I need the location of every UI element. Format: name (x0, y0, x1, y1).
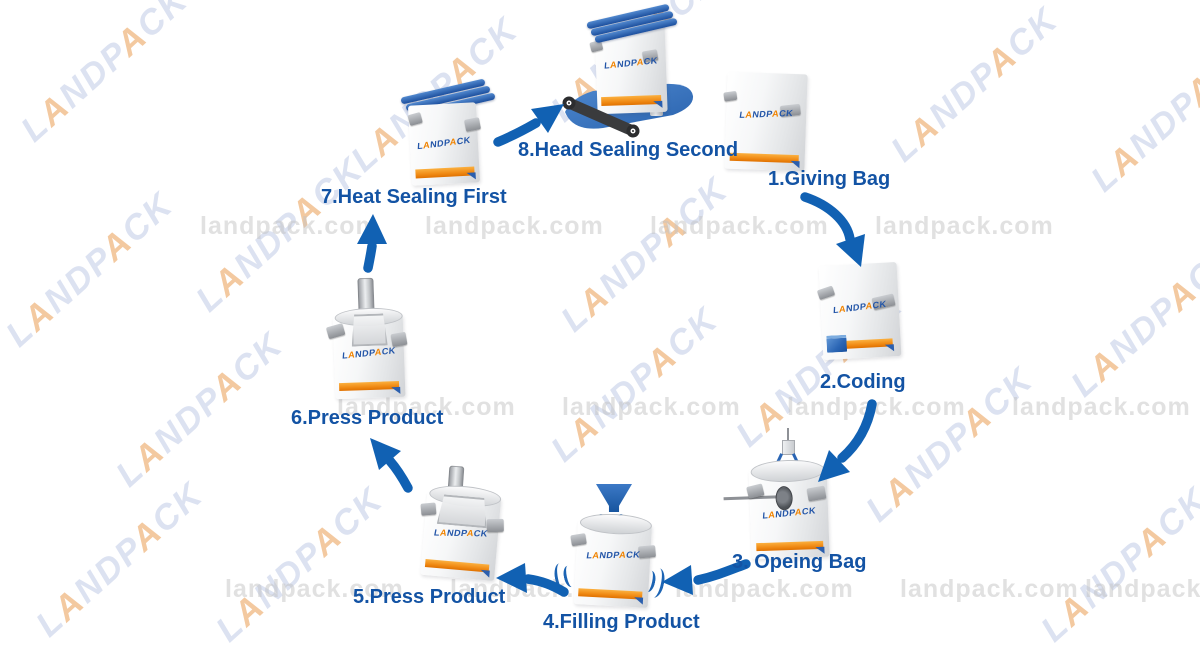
diagonal-watermark: LANDPACK (883, 0, 1066, 170)
url-watermark: landpack.com (900, 575, 1079, 603)
step-2-label: 2.Coding (820, 371, 906, 393)
step-7-label: 7.Heat Sealing First (321, 186, 507, 208)
step-8-label: 8.Head Sealing Second (518, 139, 739, 161)
diagonal-watermark: LANDPACK (208, 479, 391, 650)
url-watermark: landpack.com (225, 575, 404, 603)
step-3-label: 3. Opeing Bag (732, 551, 867, 573)
press-plate-icon (437, 494, 489, 528)
gripper-clip-icon (464, 117, 482, 132)
arrow-step4-to-step5 (496, 563, 569, 597)
diagonal-watermark: LANDPACK (1083, 48, 1200, 200)
step-6-illustration: LANDPACK (325, 276, 410, 400)
step-2-illustration: LANDPACK (816, 262, 902, 360)
gripper-clip-icon (723, 90, 738, 102)
bag: LANDPACK (570, 512, 657, 608)
coding-printer-icon (826, 334, 848, 353)
step-5-label: 5.Press Product (353, 586, 506, 608)
step-1-label: 1.Giving Bag (768, 168, 891, 190)
arrow-step1-to-step2 (800, 192, 865, 267)
step-8-illustration: LANDPACK (553, 3, 705, 146)
bag: LANDPACK (325, 306, 408, 400)
diagonal-watermark: LANDPACK (108, 324, 291, 495)
orange-stripe (415, 166, 475, 179)
arrow-step7-to-step8 (493, 104, 564, 147)
url-watermark: landpack.com (200, 212, 379, 240)
url-watermark: landpack.com (875, 212, 1054, 240)
url-watermark: landpack.com (650, 212, 829, 240)
landpack-logo: LANDPACK (585, 549, 641, 561)
arrow-step5-to-step6 (370, 438, 413, 493)
orange-stripe (842, 338, 894, 349)
step-4-illustration: LANDPACK (570, 468, 657, 608)
url-watermark: landpack.com (1012, 393, 1191, 421)
step-5-illustration: LANDPACK (418, 438, 504, 582)
arrow-step3-to-step4 (662, 559, 751, 595)
diagonal-watermark: LANDPACK (1033, 479, 1200, 650)
opener-support-icon (787, 428, 789, 441)
arrow-step6-to-step7 (357, 214, 387, 273)
step-6-label: 6.Press Product (291, 407, 444, 429)
url-watermark: landpack.com (1085, 575, 1200, 603)
diagonal-watermark: LANDPACK (13, 0, 196, 150)
press-plate-icon (351, 313, 388, 346)
gripper-clip-icon (570, 533, 587, 547)
diagonal-watermark: LANDPACK (1063, 235, 1200, 405)
step-3-illustration: LANDPACK (723, 428, 830, 560)
bag: LANDPACK (407, 102, 482, 186)
landpack-logo: LANDPACK (433, 527, 489, 539)
step-4-label: 4.Filling Product (543, 611, 700, 633)
bag: LANDPACK (420, 483, 504, 582)
step-7-illustration: LANDPACK (400, 78, 496, 186)
conveyor-belt (562, 96, 640, 138)
url-watermark: landpack.com (425, 212, 604, 240)
opener-head-icon (782, 440, 795, 455)
diagonal-watermark: LANDPACK (28, 474, 211, 645)
arrow-step2-to-step3 (818, 399, 877, 482)
gripper-clip-icon (420, 502, 437, 516)
url-watermark: landpack.com (562, 393, 741, 421)
filling-funnel-icon (596, 484, 632, 512)
diagonal-watermark: LANDPACK (0, 184, 181, 355)
bag: LANDPACK (816, 262, 902, 360)
